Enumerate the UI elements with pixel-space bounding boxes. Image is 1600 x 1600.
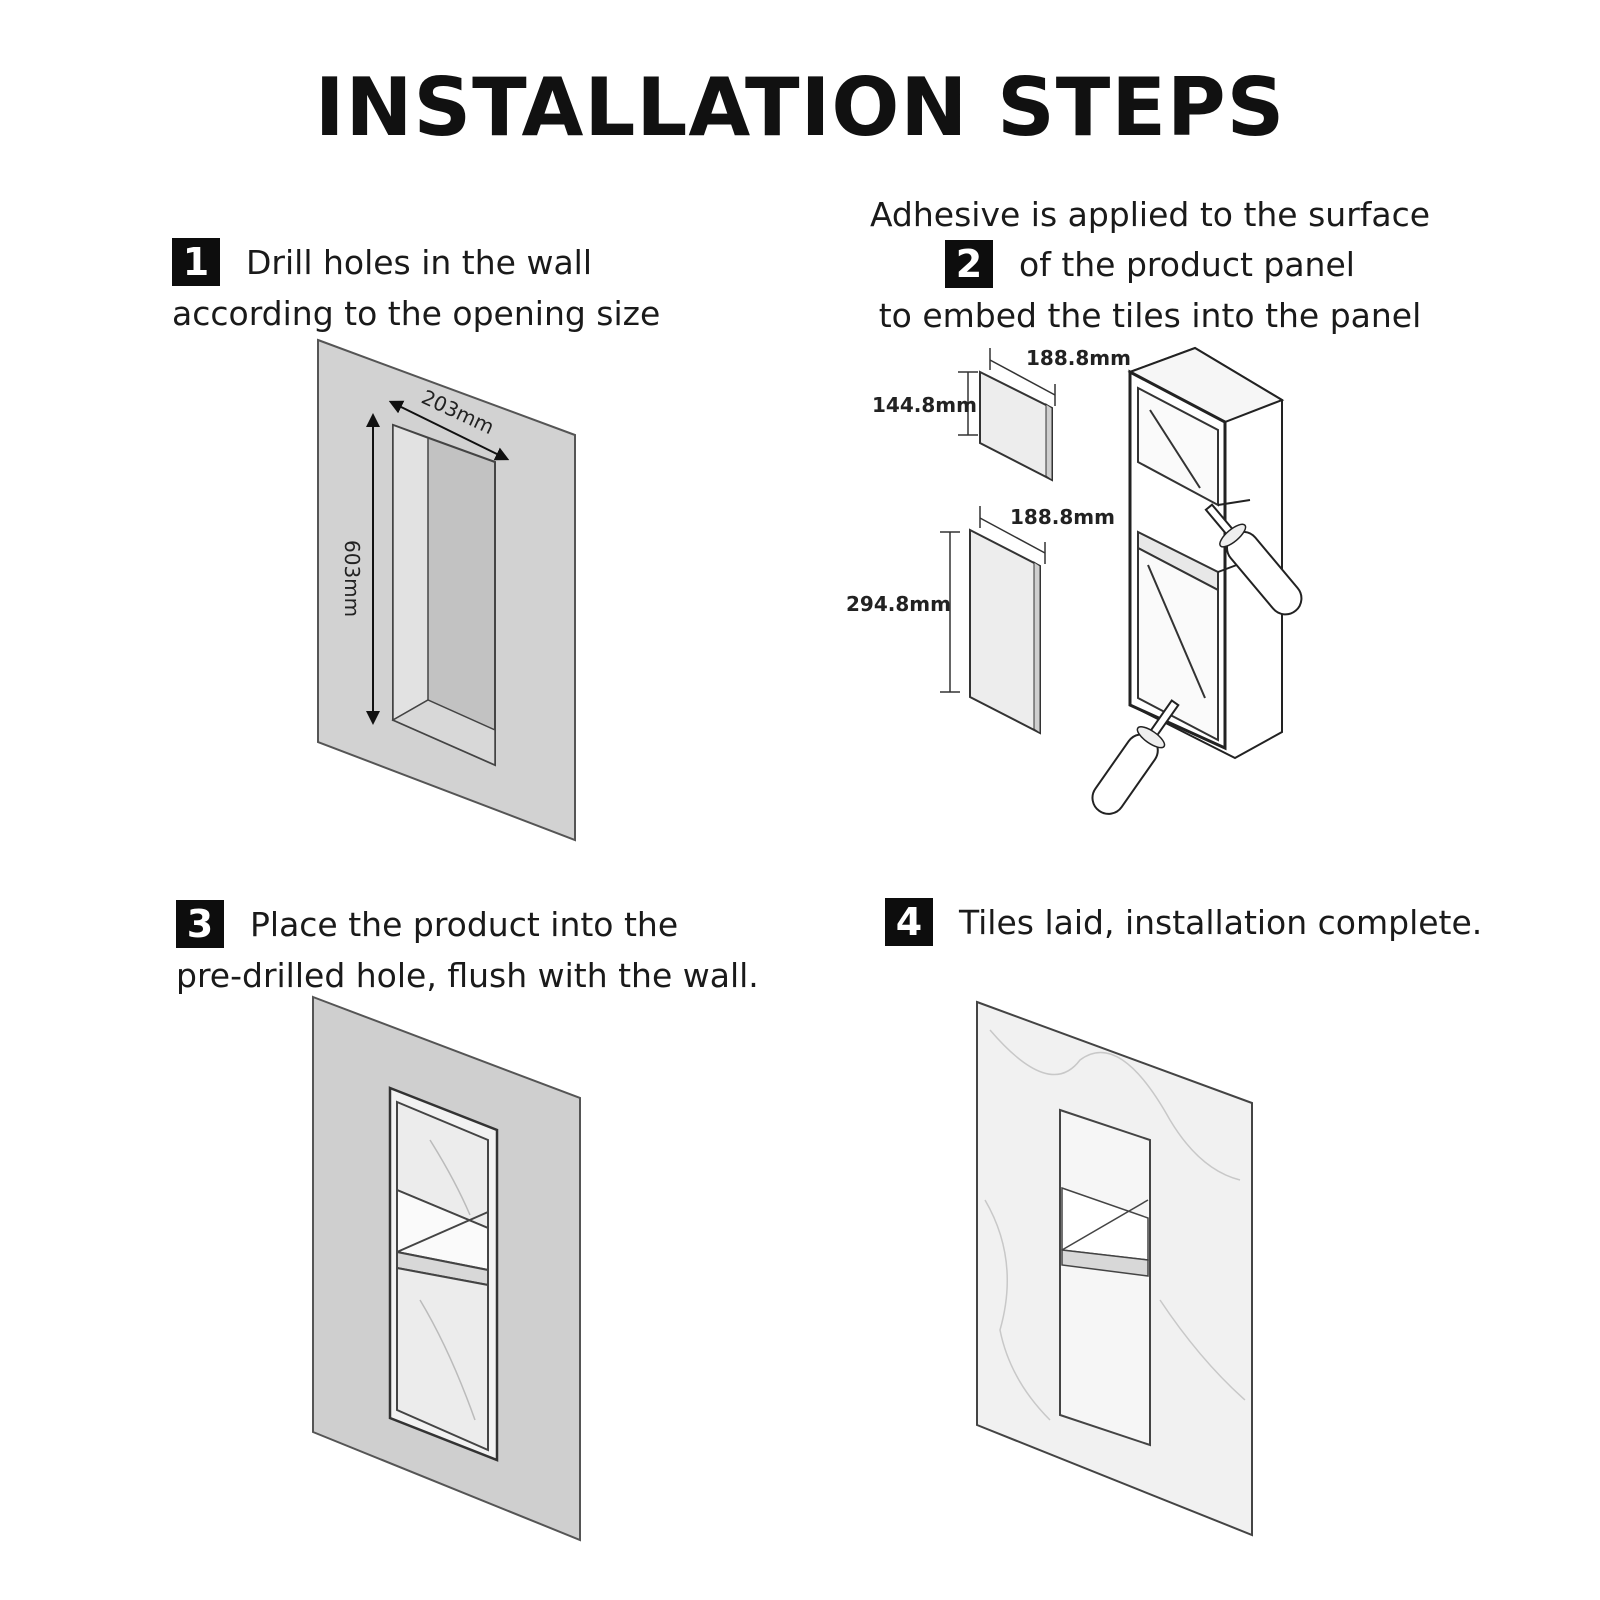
step-1-line-1: Drill holes in the wall (246, 243, 593, 282)
tile-large-width-dim (979, 517, 1046, 554)
step-3-text: 3 Place the product into the pre-drilled … (176, 899, 759, 1001)
step-4-badge: 4 (885, 897, 933, 946)
tile-vein-3a (429, 1139, 471, 1216)
opening-width-arrow (388, 400, 510, 461)
step-1-text: 1 Drill holes in the wall according to th… (172, 237, 661, 339)
step-1-badge: 1 (172, 237, 220, 286)
tile-large-height-label: 294.8mm (846, 592, 951, 616)
marble-vein-4b (984, 1199, 1051, 1421)
step-2-line-3: to embed the tiles into the panel (878, 295, 1422, 335)
marble-vein-4c (1159, 1299, 1246, 1401)
tile-small-width-dim (989, 359, 1056, 396)
step-2-line-1: Adhesive is applied to the surface (869, 195, 1431, 234)
niche-frame-4 (1059, 1108, 1151, 1447)
tile-small-edge (1045, 403, 1053, 481)
step-2-text: Adhesive is applied to the surface 2 of t… (820, 190, 1480, 341)
product-shelf-diagonal-3 (396, 1211, 489, 1253)
product-front-lower (1137, 546, 1219, 742)
step-4-text: 4 Tiles laid, installation complete. (885, 897, 1483, 949)
tile-vein-3b (419, 1299, 476, 1421)
product-lower-tile-3 (396, 1266, 489, 1452)
step-4-line-1: Tiles laid, installation complete. (959, 903, 1483, 942)
adhesive-tube-lower (1091, 699, 1180, 815)
niche-shelf-4 (1061, 1249, 1149, 1277)
product-lower-diagonal (1147, 564, 1206, 699)
tile-large-edge (1033, 561, 1041, 734)
opening-bottom-side (391, 699, 496, 767)
step-3-line-2: pre-drilled hole, flush with the wall. (176, 955, 759, 995)
tile-small-width-label: 188.8mm (1026, 346, 1131, 370)
step-3-line-1: Place the product into the (250, 905, 679, 944)
product-shelf-back (1217, 499, 1251, 506)
step-2-badge: 2 (945, 239, 994, 288)
step-2-line-2: of the product panel (1019, 245, 1355, 284)
step-1-line-2: according to the opening size (172, 293, 661, 333)
page-title: INSTALLATION STEPS (314, 61, 1286, 154)
step-3-badge: 3 (176, 899, 224, 948)
tile-small-height-label: 144.8mm (872, 393, 977, 417)
niche-shelf-diagonal-4 (1061, 1199, 1149, 1251)
adhesive-tube-upper (1204, 503, 1303, 616)
opening-height-label: 603mm (340, 540, 364, 617)
tile-large-width-label: 188.8mm (1010, 505, 1115, 529)
product-upper-diagonal (1149, 409, 1201, 489)
marble-vein-4a (989, 1029, 1241, 1181)
